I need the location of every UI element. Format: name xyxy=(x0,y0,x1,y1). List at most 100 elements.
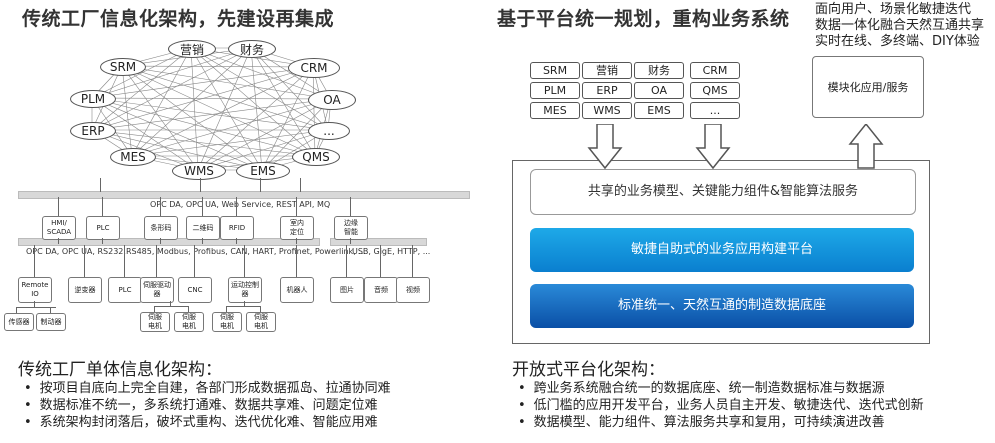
connector xyxy=(102,197,103,217)
mesh-node: OA xyxy=(308,90,356,110)
left-point: 按项目自底向上完全自建，各部门形成数据孤岛、拉通协同难 xyxy=(24,380,391,397)
left-subtitle: 传统工厂单体信息化架构： xyxy=(18,360,222,380)
mesh-link xyxy=(190,47,263,171)
connector xyxy=(260,306,261,312)
connector xyxy=(16,307,17,313)
bus-media xyxy=(330,238,427,246)
business-system-cell: OA xyxy=(634,82,684,99)
connector xyxy=(350,197,351,217)
mesh-node: QMS xyxy=(292,148,340,166)
connector xyxy=(244,245,245,277)
device-box: CNC xyxy=(178,277,212,303)
connector xyxy=(202,197,203,217)
business-system-cell: 营销 xyxy=(582,62,632,79)
device-box: PLC xyxy=(108,277,142,303)
layer-shared-services: 共享的业务模型、关键能力组件&智能算法服务 xyxy=(530,169,916,215)
right-point: 数据模型、能力组件、算法服务共享和复用，可持续演进改善 xyxy=(518,414,924,431)
mesh-link xyxy=(121,65,263,171)
mesh-link xyxy=(190,47,329,131)
business-system-cell: SRM xyxy=(530,62,580,79)
connector xyxy=(226,306,227,312)
mesh-node: PLM xyxy=(70,90,116,108)
mesh-node: CRM xyxy=(288,58,340,78)
device-box: 伺服 电机 xyxy=(246,312,276,332)
connector xyxy=(296,197,297,217)
note-line: 数据一体化融合天然互通共享 xyxy=(815,18,985,33)
mesh-node: EMS xyxy=(236,162,290,180)
connector xyxy=(202,238,203,244)
connector xyxy=(50,307,51,313)
business-system-cell: 财务 xyxy=(634,62,684,79)
bus-media-label: USB, GigE, HTTP, ... xyxy=(352,247,431,256)
connector xyxy=(236,197,237,217)
connector xyxy=(100,178,101,192)
device-box: 图片 xyxy=(330,277,364,303)
left-point: 系统架构封闭落后，破坏式重构、迭代优化难、智能应用难 xyxy=(24,414,391,431)
connector xyxy=(102,238,103,244)
mesh-link xyxy=(131,66,314,157)
device-box: 条形码 xyxy=(144,216,178,240)
right-note: 面向用户、场景化敏捷迭代 数据一体化融合天然互通共享 实时在线、多终端、DIY体… xyxy=(815,2,984,50)
device-box: PLC xyxy=(86,216,120,240)
connector xyxy=(170,301,171,306)
connector xyxy=(34,301,35,307)
business-system-cell: ERP xyxy=(582,82,632,99)
left-title: 传统工厂信息化架构，先建设再集成 xyxy=(22,8,335,30)
connector xyxy=(16,307,56,308)
mesh-link xyxy=(131,47,192,157)
device-box: 边缘 智能 xyxy=(334,216,368,240)
connector xyxy=(236,238,237,244)
arrow-up-icon xyxy=(848,124,884,169)
mesh-link xyxy=(131,47,252,157)
right-subtitle: 开放式平台化架构： xyxy=(512,360,665,380)
right-title: 基于平台统一规划，重构业务系统 xyxy=(497,8,790,30)
note-line: 面向用户、场景化敏捷迭代 xyxy=(815,2,972,17)
device-box: 伺服 电机 xyxy=(174,312,204,332)
device-box: HMI/ SCADA xyxy=(42,216,76,240)
device-box: 制动器 xyxy=(36,313,66,331)
connector xyxy=(194,245,195,277)
bus-service xyxy=(18,191,470,199)
bus-service-label: OPC DA, OPC UA, Web Service, REST API, M… xyxy=(150,200,331,209)
connector xyxy=(156,245,157,277)
device-box: 机器人 xyxy=(280,277,314,303)
mesh-link xyxy=(91,47,192,131)
mesh-link xyxy=(131,98,332,157)
business-system-cell: PLM xyxy=(530,82,580,99)
mesh-link xyxy=(121,65,316,157)
integration-buses: OPC DA, OPC UA, Web Service, REST API, M… xyxy=(0,185,490,335)
mesh-node: 财务 xyxy=(228,40,276,58)
mesh-node: 营销 xyxy=(168,40,216,58)
layer-app-platform: 敏捷自助式的业务应用构建平台 xyxy=(530,228,914,272)
right-point: 低门槛的应用开发平台，业务人员自主开发、敏捷迭代、迭代式创新 xyxy=(518,397,924,414)
device-box: 室内 定位 xyxy=(280,216,314,240)
mesh-link xyxy=(250,47,329,131)
device-box: 运动控制 器 xyxy=(228,277,262,303)
module-app-box: 模块化应用/服务 xyxy=(812,56,924,118)
mesh-node: WMS xyxy=(172,162,226,180)
mesh-link xyxy=(91,47,192,99)
mesh-node: MES xyxy=(110,148,156,166)
connector xyxy=(200,178,201,192)
connector xyxy=(260,178,261,192)
connector xyxy=(412,245,413,277)
mesh-link xyxy=(190,47,316,157)
business-system-cell: ... xyxy=(690,102,740,119)
business-system-cell: QMS xyxy=(690,82,740,99)
note-line: 实时在线、多终端、DIY体验 xyxy=(815,34,980,49)
device-box: RFID xyxy=(220,216,254,240)
business-system-cell: MES xyxy=(530,102,580,119)
connector xyxy=(84,245,85,277)
mesh-link xyxy=(190,47,199,171)
mesh-link xyxy=(121,65,314,68)
connector xyxy=(296,238,297,244)
connector xyxy=(160,197,161,217)
mesh-link xyxy=(121,65,133,157)
mesh-link xyxy=(197,66,314,171)
device-box: 逆变器 xyxy=(68,277,102,303)
mesh-link xyxy=(91,66,314,99)
mesh-node: ERP xyxy=(70,122,116,140)
device-box: 伺服 电机 xyxy=(140,312,170,332)
device-box: 伺服 电机 xyxy=(212,312,242,332)
